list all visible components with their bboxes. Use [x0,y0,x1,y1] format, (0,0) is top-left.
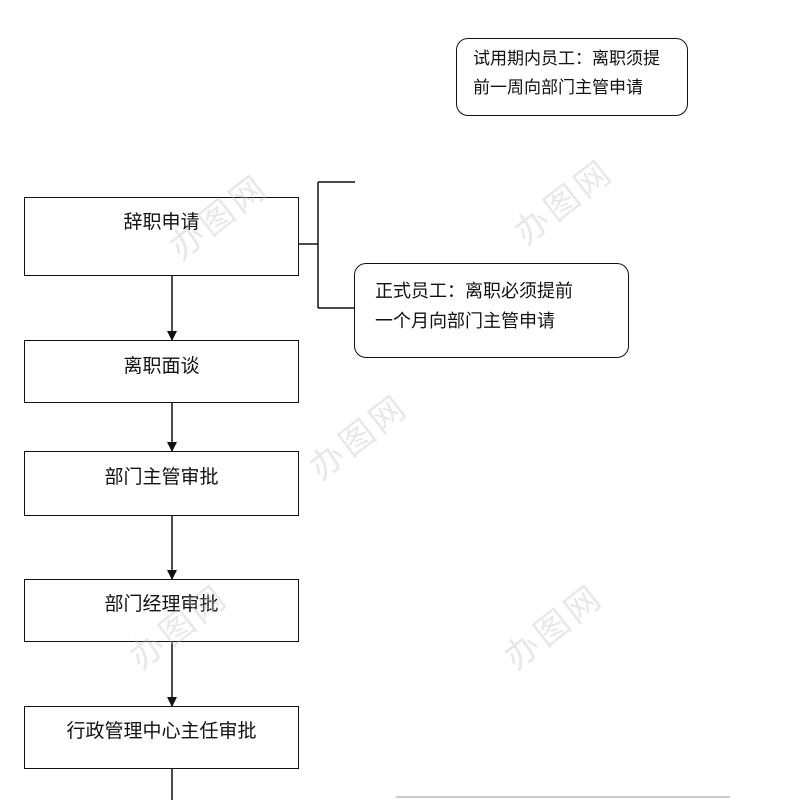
step-label: 辞职申请 [123,211,200,233]
step-label: 行政管理中心主任审批 [66,720,257,742]
step-manager-approval: 部门经理审批 [24,579,299,642]
note-regular-employee: 正式员工：离职必须提前 一个月向部门主管申请 [354,263,629,358]
step-supervisor-approval: 部门主管审批 [24,451,299,516]
step-label: 离职面谈 [123,355,200,377]
step-resignation-application: 辞职申请 [24,197,299,276]
step-label: 部门主管审批 [104,466,219,488]
step-label: 部门经理审批 [104,593,219,615]
step-exit-interview: 离职面谈 [24,340,299,403]
step-admin-director-approval: 行政管理中心主任审批 [24,706,299,769]
note-probation-employee: 试用期内员工：离职须提 前一周向部门主管申请 [456,38,688,116]
